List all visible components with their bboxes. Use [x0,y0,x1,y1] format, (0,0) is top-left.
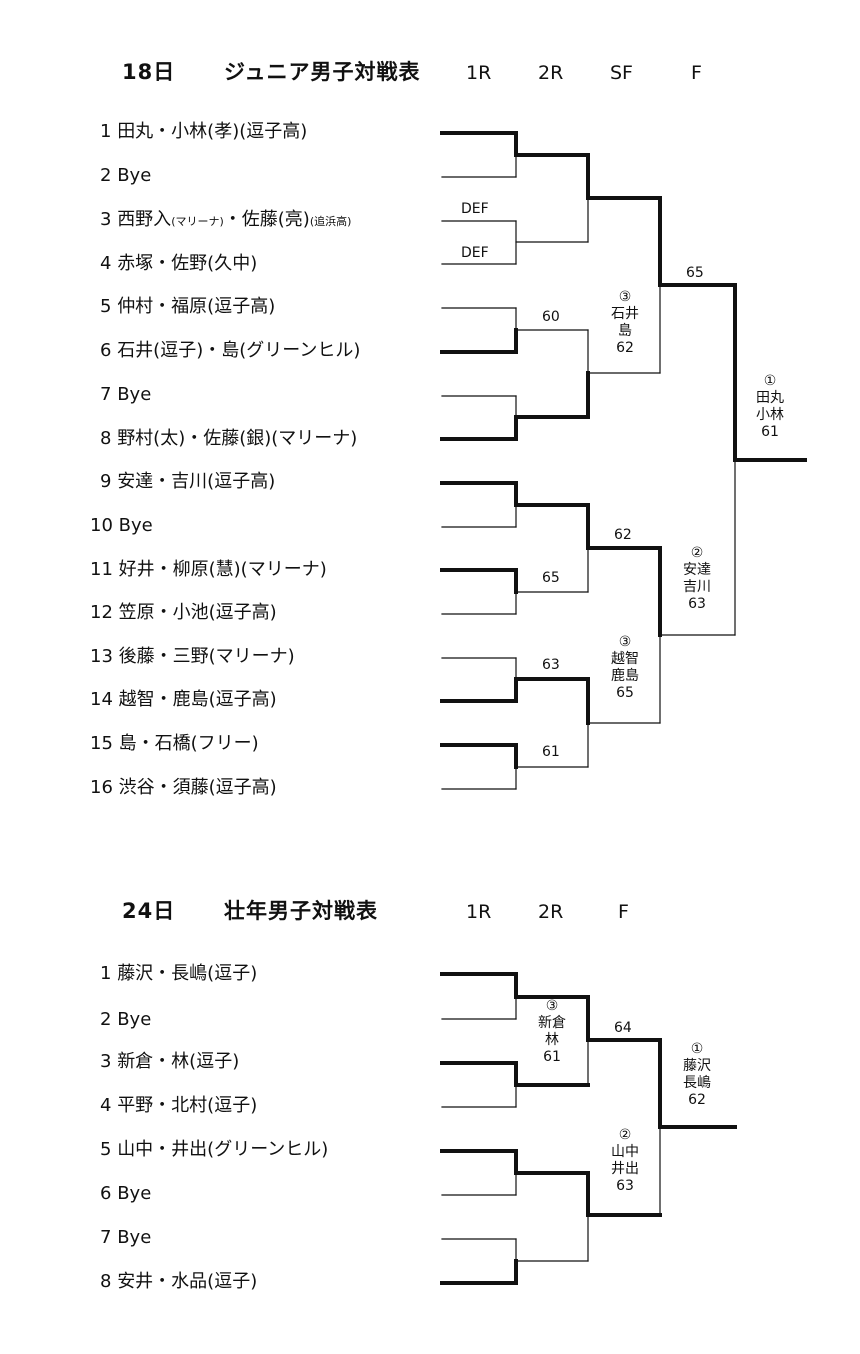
junior-round-2r: 2R [538,62,564,84]
senior-player-1: 1 藤沢・長嶋(逗子) [100,963,258,984]
junior-player-15: 15 島・石橋(フリー) [90,733,259,754]
junior-player-12: 12 笠原・小池(逗子高) [90,602,277,623]
seed-badge: ③ [618,289,632,305]
junior-title-day: 18日 [122,60,176,84]
score-label: 61 [542,744,560,760]
seed-badge: ① [763,373,777,389]
senior-player-2: 2 Bye [100,1009,152,1030]
junior-player-4: 4 赤塚・佐野(久中) [100,253,258,274]
junior-player-11: 11 好井・柳原(慧)(マリーナ) [90,559,327,580]
def-label: DEF [461,201,489,217]
score-label: 60 [542,309,560,325]
junior-player-9: 9 安達・吉川(逗子高) [100,471,276,492]
def-label: DEF [461,245,489,261]
sf-winner-annotation: ③ 石井 島 62 [600,289,650,357]
senior-round-1r: 1R [466,901,492,923]
junior-round-f: F [691,62,702,84]
sf-winner-annotation: ③ 新倉 林 61 [527,998,577,1066]
senior-round-2r: 2R [538,901,564,923]
score-label: 64 [614,1020,632,1036]
champion-annotation: ① 藤沢 長嶋 62 [672,1041,722,1109]
senior-title: 壮年男子対戦表 [224,899,378,923]
junior-player-7: 7 Bye [100,384,152,405]
junior-player-10: 10 Bye [90,515,153,536]
senior-round-f: F [618,901,629,923]
seed-badge: ③ [545,998,559,1014]
score-label: 65 [686,265,704,281]
seed-badge: ① [690,1041,704,1057]
senior-title-day: 24日 [122,899,176,923]
junior-player-14: 14 越智・鹿島(逗子高) [90,689,277,710]
junior-player-3: 3 西野入(マリーナ)・佐藤(亮)(追浜高) [100,209,352,230]
senior-player-6: 6 Bye [100,1183,152,1204]
junior-player-8: 8 野村(太)・佐藤(銀)(マリーナ) [100,428,358,449]
seed-badge: ② [618,1127,632,1143]
champion-annotation: ① 田丸 小林 61 [745,373,795,441]
score-label: 62 [614,527,632,543]
junior-player-5: 5 仲村・福原(逗子高) [100,296,276,317]
sf-winner-annotation: ② 山中 井出 63 [600,1127,650,1195]
junior-player-1: 1 田丸・小林(孝)(逗子高) [100,121,308,142]
junior-title: ジュニア男子対戦表 [224,60,421,84]
junior-player-13: 13 後藤・三野(マリーナ) [90,646,295,667]
senior-player-5: 5 山中・井出(グリーンヒル) [100,1139,329,1160]
senior-player-4: 4 平野・北村(逗子) [100,1095,258,1116]
senior-player-7: 7 Bye [100,1227,152,1248]
seed-badge: ② [690,545,704,561]
score-label: 63 [542,657,560,673]
sf-winner-annotation: ③ 越智 鹿島 65 [600,634,650,702]
junior-round-sf: SF [610,62,633,84]
seed-badge: ③ [618,634,632,650]
senior-player-8: 8 安井・水品(逗子) [100,1271,258,1292]
junior-player-16: 16 渋谷・須藤(逗子高) [90,777,277,798]
senior-player-3: 3 新倉・林(逗子) [100,1051,240,1072]
score-label: 65 [542,570,560,586]
junior-player-6: 6 石井(逗子)・島(グリーンヒル) [100,340,361,361]
sf-winner-annotation: ② 安達 吉川 63 [672,545,722,613]
junior-round-1r: 1R [466,62,492,84]
junior-player-2: 2 Bye [100,165,152,186]
